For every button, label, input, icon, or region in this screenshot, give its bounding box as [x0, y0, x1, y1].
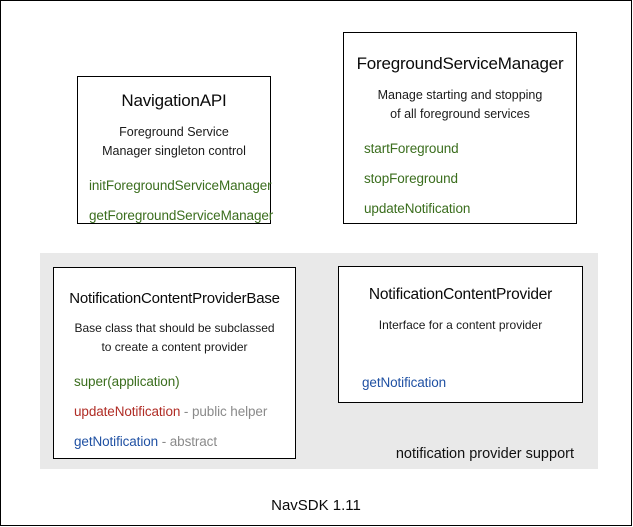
method-start-foreground: startForeground — [364, 141, 576, 156]
notification-content-provider-base-title: NotificationContentProviderBase — [69, 290, 280, 307]
method-name: super(application) — [74, 374, 180, 390]
method-name: updateNotification — [364, 200, 471, 216]
navigation-api-box: NavigationAPI Foreground Service Manager… — [77, 76, 274, 224]
navigation-api-description: Foreground Service Manager singleton con… — [102, 125, 246, 159]
method-super-application: super(application) — [74, 374, 295, 389]
method-update-notification: updateNotification — [364, 201, 576, 216]
method-name: updateNotification — [74, 404, 181, 420]
notification-content-provider-description: Interface for a content provider — [378, 318, 543, 332]
group-label: notification provider support — [395, 446, 574, 462]
foreground-service-manager-description: Manage starting and stopping of all fore… — [377, 88, 543, 122]
method-name: getForegroundServiceManager — [89, 207, 274, 223]
method-stop-foreground: stopForeground — [364, 171, 576, 186]
method-name: stopForeground — [364, 170, 458, 186]
notification-content-provider-base-box: NotificationContentProviderBase Base cla… — [53, 267, 296, 459]
navigation-api-title: NavigationAPI — [121, 91, 227, 110]
notification-content-provider-methods: getNotification — [339, 375, 582, 390]
method-name: startForeground — [364, 140, 459, 156]
foreground-service-manager-methods: startForeground stopForeground updateNot… — [344, 141, 576, 216]
sdk-version-label: NavSDK 1.11 — [271, 497, 361, 514]
method-get-foreground-service-manager: getForegroundServiceManager — [89, 207, 274, 223]
notification-content-provider-title: NotificationContentProvider — [368, 286, 553, 303]
navigation-api-methods: initForegroundServiceManager getForegrou… — [78, 177, 274, 223]
method-update-notification: updateNotification - public helper — [74, 404, 295, 419]
method-name: getNotification — [74, 434, 159, 450]
method-get-notification: getNotification — [362, 375, 582, 390]
method-name: initForegroundServiceManager — [89, 177, 272, 193]
method-annotation: - public helper — [180, 404, 268, 420]
method-init-foreground-service-manager: initForegroundServiceManager — [89, 177, 272, 193]
foreground-service-manager-title: ForegroundServiceManager — [356, 54, 564, 73]
method-get-notification: getNotification - abstract — [74, 434, 295, 449]
notification-content-provider-base-methods: super(application) updateNotification - … — [54, 374, 295, 449]
notification-content-provider-base-description: Base class that should be subclassed to … — [74, 321, 275, 354]
method-annotation: - abstract — [158, 434, 217, 450]
notification-content-provider-box: NotificationContentProvider Interface fo… — [338, 266, 583, 403]
foreground-service-manager-box: ForegroundServiceManager Manage starting… — [343, 32, 577, 224]
method-name: getNotification — [362, 374, 447, 390]
